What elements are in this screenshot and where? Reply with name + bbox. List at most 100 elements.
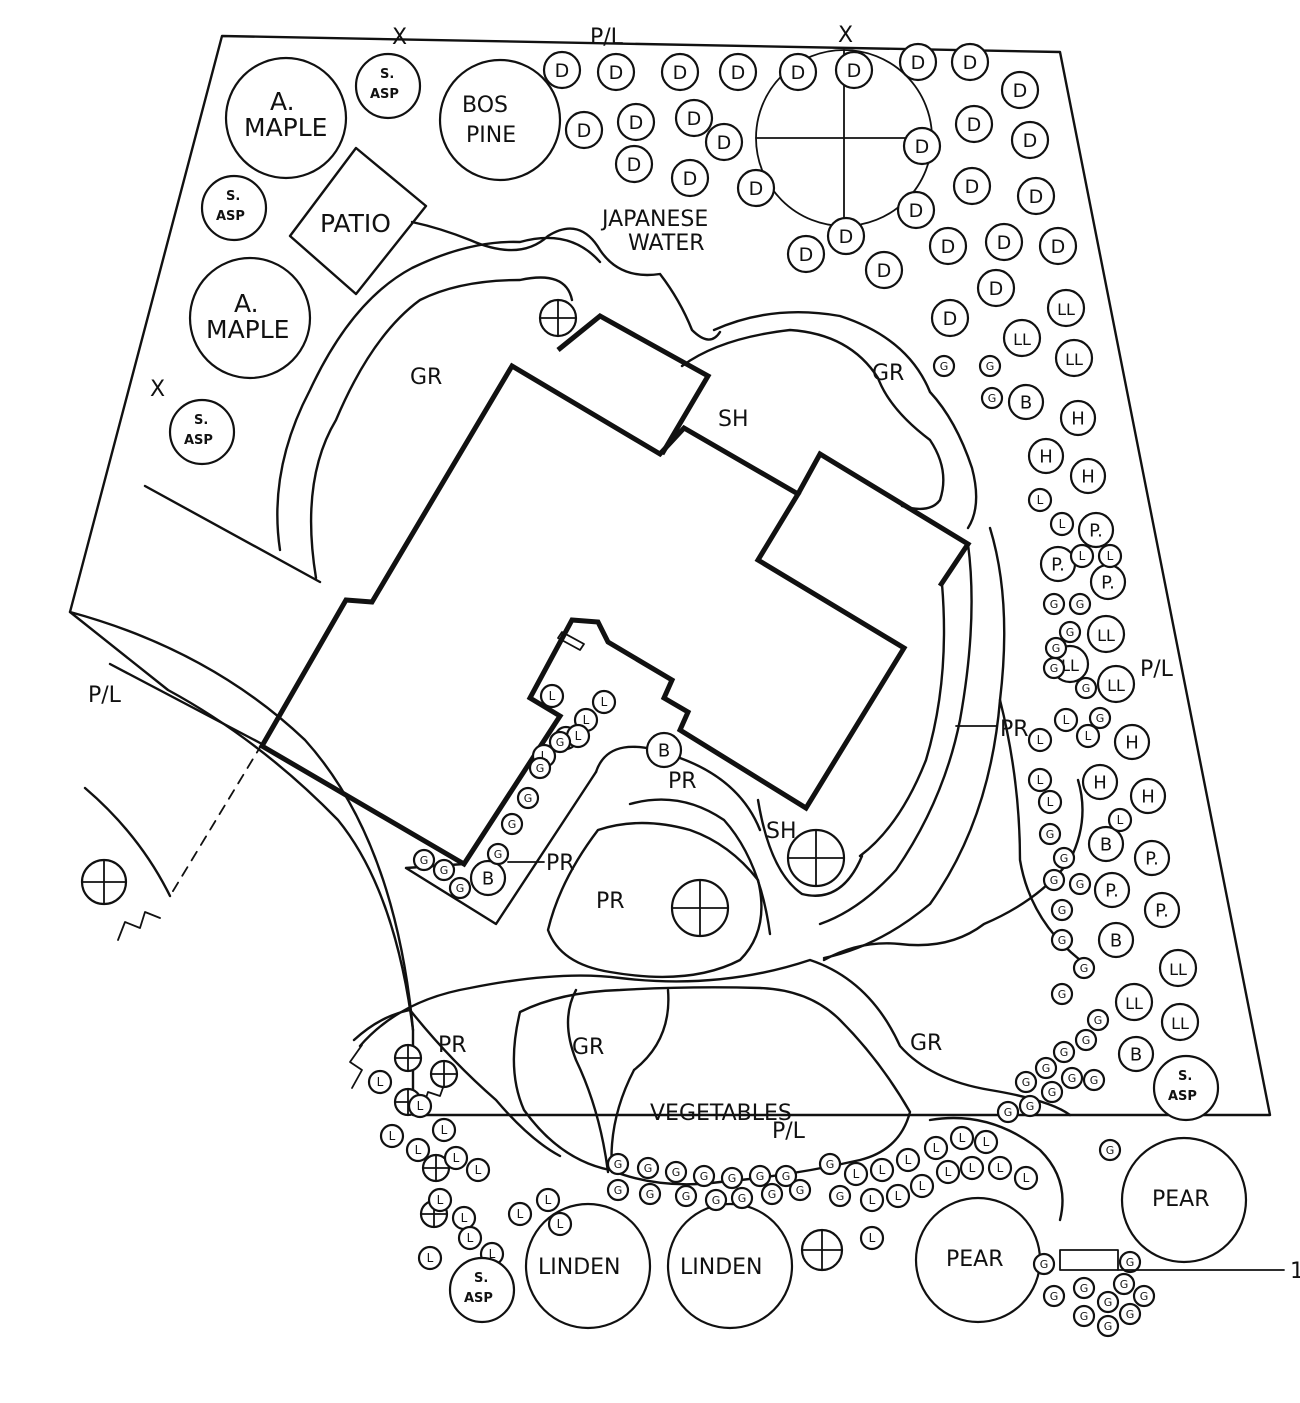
x-mark-top-left: X (392, 25, 407, 50)
plant-code: D (1013, 80, 1028, 102)
plant-g: G (720, 1166, 744, 1190)
plant-code: L (517, 1207, 524, 1221)
plant-g: G (748, 1164, 772, 1188)
plant-code: G (614, 1184, 623, 1197)
plant-g: G (1060, 1066, 1084, 1090)
plant-code: G (1048, 1086, 1057, 1099)
plant-g: G (1112, 1272, 1136, 1296)
plant-code: D (839, 226, 854, 248)
plant-l: L (1107, 807, 1133, 833)
plant-g: G (1052, 846, 1076, 870)
plant-g: G (1014, 1070, 1038, 1094)
plant-g: G (606, 1152, 630, 1176)
plant-code: G (986, 360, 995, 373)
plant-code: G (524, 792, 533, 805)
plant-code: D (609, 62, 624, 84)
plant-code: D (941, 236, 956, 258)
plant-code: D (1029, 186, 1044, 208)
plant-code: D (791, 62, 806, 84)
plant-code: G (440, 864, 449, 877)
linden-label: LINDEN (538, 1255, 621, 1280)
plant-code: G (1040, 1258, 1049, 1271)
plant-l: L (1049, 511, 1075, 537)
plant-code: G (1050, 874, 1059, 887)
plant-code: D (877, 260, 892, 282)
plant-code: L (541, 749, 548, 763)
vegetable-divider-1 (566, 988, 610, 1174)
plant-code: L (869, 1193, 876, 1207)
plant-code: L (933, 1141, 940, 1155)
plant-code: P. (1105, 880, 1119, 901)
plant-code: L (983, 1135, 990, 1149)
plant-g: G (932, 354, 956, 378)
plant-code: G (1080, 1282, 1089, 1295)
crossed-circle-symbol (538, 298, 578, 338)
plant-h: H (1129, 777, 1167, 815)
plant-l: L (885, 1183, 911, 1209)
plant-code: G (1080, 1310, 1089, 1323)
east-bed-edge (998, 698, 1082, 962)
plant-code: G (1026, 1100, 1035, 1113)
plant-d: D (930, 298, 970, 338)
plant-g: G (1072, 1304, 1096, 1328)
plant-g: G (1042, 1284, 1066, 1308)
plant-d: D (596, 52, 636, 92)
aspen-3: S.ASP (168, 398, 236, 466)
plant-l: L (859, 1187, 885, 1213)
aspen-s: S. (474, 1271, 488, 1286)
patio (288, 146, 428, 296)
plant-d: D (542, 50, 582, 90)
vegetable-divider-2 (610, 988, 670, 1174)
plant-l: L (1075, 723, 1101, 749)
plant-g: G (1074, 676, 1098, 700)
plant-code: L (1047, 795, 1054, 809)
plant-l: L (869, 1157, 895, 1183)
plant-ll: LL (1114, 982, 1154, 1022)
plant-g: G (996, 1100, 1020, 1124)
plant-d: D (954, 104, 994, 144)
plant-g: G (1032, 1252, 1056, 1276)
japanese-water-label-2: WATER (628, 231, 705, 256)
plant-g: G (412, 848, 436, 872)
plant-l: L (859, 1225, 885, 1251)
plant-d: D (660, 52, 700, 92)
crossed-circle-symbol (670, 878, 730, 938)
plant-code: G (1126, 1308, 1135, 1321)
steps-street (349, 1044, 363, 1089)
south-path-inner (628, 798, 772, 936)
plant-d: D (1010, 120, 1050, 160)
plant-l: L (843, 1161, 869, 1187)
plant-code: G (1050, 598, 1059, 611)
plant-l: L (973, 1129, 999, 1155)
plant-g: G (664, 1160, 688, 1184)
plant-code: G (1082, 1034, 1091, 1047)
plant-l: L (535, 1187, 561, 1213)
plant-code: G (1076, 598, 1085, 611)
porch-step (557, 631, 585, 651)
plant-g: G (1052, 1040, 1076, 1064)
crossed-circle-symbol (421, 1153, 451, 1183)
plant-d: D (786, 234, 826, 274)
plant-code: L (1037, 733, 1044, 747)
plant-b: B (1087, 825, 1125, 863)
plant-code: H (1081, 466, 1095, 487)
plant-code: L (1037, 493, 1044, 507)
plant-code: G (700, 1170, 709, 1183)
plant-g: G (548, 730, 572, 754)
plant-code: G (1042, 1062, 1051, 1075)
plant-code: G (1058, 934, 1067, 947)
plant-code: G (1106, 1144, 1115, 1157)
house-outline[interactable] (258, 362, 908, 868)
plant-l: L (923, 1135, 949, 1161)
sh-label-south: SH (766, 819, 797, 844)
plant-code: G (826, 1158, 835, 1171)
plant-g: G (1050, 928, 1074, 952)
plant-g: G (774, 1164, 798, 1188)
plant-g: G (1096, 1290, 1120, 1314)
plant-g: G (1034, 1056, 1058, 1080)
plant-code: LL (1107, 676, 1125, 695)
pl-label-right: P/L (1140, 657, 1174, 682)
plant-code: B (482, 868, 494, 889)
plant-d: D (902, 126, 942, 166)
plant-l: L (1027, 487, 1053, 513)
